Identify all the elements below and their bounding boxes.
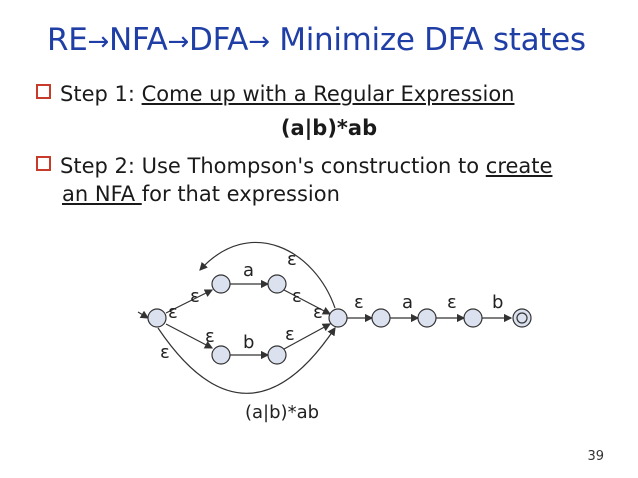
step2-bullet: Step 2: Use Thompson's construction to c… (36, 152, 552, 208)
step2-line2-rest: for that expression (141, 182, 340, 206)
step2-create-underlined: create (485, 154, 553, 178)
start-arrow (137, 310, 150, 319)
nfa-state (147, 308, 167, 328)
edge-label: ε (205, 326, 215, 347)
edge-eps-a-join (283, 289, 332, 315)
nfa-state (267, 274, 287, 294)
edge-label: a (243, 260, 254, 281)
edge-eps-loop-back (199, 241, 336, 309)
edge-label: a (402, 292, 413, 313)
step1-prefix: Step 1: (60, 82, 142, 106)
edge-eps-b-join (283, 323, 332, 350)
edge-label: b (243, 332, 254, 353)
edge-label: ε (168, 302, 178, 323)
edge-label: ε (292, 286, 302, 307)
nfa-state (267, 345, 287, 365)
title-part-re: RE (47, 22, 88, 58)
arrow-icon: → (248, 27, 270, 57)
title-part-minimize: Minimize DFA states (269, 22, 586, 58)
edge-label: ε (313, 302, 323, 323)
step2-nfa-underlined: an NFA (62, 182, 142, 206)
title-part-dfa: DFA (189, 22, 249, 58)
arrow-icon: → (167, 27, 190, 57)
step1-underlined-text: Come up with a Regular Expression (141, 82, 515, 106)
edge-label: ε (160, 342, 170, 363)
edge-label: ε (287, 249, 297, 270)
page-number: 39 (587, 449, 604, 464)
edge-eps-skip (157, 327, 336, 394)
edge-label: ε (285, 324, 295, 345)
edge-label: b (492, 292, 503, 313)
nfa-state (371, 308, 391, 328)
edge-label: ε (354, 292, 364, 313)
regular-expression: (a|b)*ab (280, 116, 378, 140)
edge-label: ε (190, 286, 200, 307)
edge-eps-to-a-branch (165, 289, 214, 314)
thompson-nfa-figure: ε ε ε ε a b ε ε ε ε ε a ε b (a|b)*ab (130, 220, 550, 435)
figure-caption: (a|b)*ab (245, 402, 319, 423)
nfa-state (211, 274, 231, 294)
arrow-icon: → (87, 27, 110, 57)
nfa-diagram: ε ε ε ε a b ε ε ε ε ε a ε b (a|b)*ab (137, 241, 532, 423)
step1-bullet: Step 1: Come up with a Regular Expressio… (36, 80, 514, 108)
step2-line1-prefix: Step 2: Use Thompson's construction to (60, 154, 486, 178)
bullet-checkbox-icon (36, 156, 51, 171)
nfa-state (328, 308, 348, 328)
slide-title: RE→NFA→DFA→ Minimize DFA states (47, 22, 586, 58)
nfa-state (417, 308, 437, 328)
bullet-checkbox-icon (36, 84, 51, 99)
accept-inner-ring-icon (516, 312, 528, 324)
nfa-state (463, 308, 483, 328)
edge-eps-to-b-branch (165, 323, 214, 349)
title-part-nfa: NFA (109, 22, 168, 58)
edge-label: ε (447, 292, 457, 313)
nfa-state (211, 345, 231, 365)
